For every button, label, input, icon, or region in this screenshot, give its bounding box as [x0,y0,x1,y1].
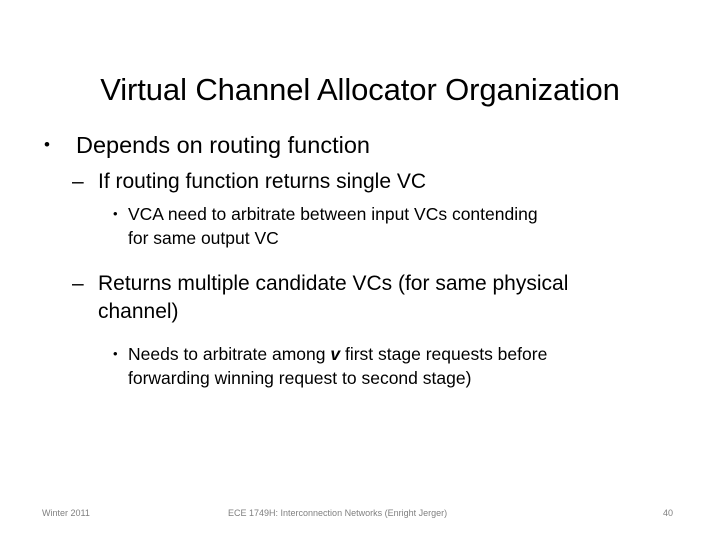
bullet-level2-text: Returns multiple candidate VCs (for same… [98,270,690,326]
spacer [40,256,690,270]
footer-term: Winter 2011 [42,508,90,518]
spacer [40,332,690,342]
bullet-level1-text: Depends on routing function [76,132,370,158]
bullet-level3-line1: VCA need to arbitrate between input VCs … [128,204,538,224]
bullet-level3-vca-arbitrate: • VCA need to arbitrate between input VC… [40,202,690,250]
dash-icon: – [72,170,84,193]
bullet-dot-icon: • [44,135,50,154]
slide-title: Virtual Channel Allocator Organization [100,71,620,107]
dash-icon: – [72,272,84,295]
variable-v: v [330,344,341,364]
footer-page-number: 40 [663,508,674,518]
bullet-level3-line2: for same output VC [128,228,279,248]
bullet-level3-needs-arbitrate: • Needs to arbitrate among v first stage… [40,342,690,390]
slide-footer: Winter 2011 ECE 1749H: Interconnection N… [0,506,720,526]
bullet-level2-multiple-vcs: – Returns multiple candidate VCs (for sa… [40,270,690,326]
bullet-level3-line1-pre: Needs to arbitrate among [128,344,326,364]
bullet-level2-line1: Returns multiple candidate VCs (for same… [98,272,569,295]
bullet-level3-line2: forwarding winning request to second sta… [128,368,472,388]
bullet-level2-line2: channel) [98,300,179,323]
bullet-level2-text: If routing function returns single VC [98,170,427,193]
bullet-dot-icon: • [113,346,118,361]
bullet-level3-text: Needs to arbitrate among v first stage r… [128,342,690,390]
slide-body: • Depends on routing function – If routi… [40,130,690,396]
bullet-level1-depends: • Depends on routing function [40,130,690,160]
footer-course-title: ECE 1749H: Interconnection Networks (Enr… [228,508,448,518]
bullet-level3-text: VCA need to arbitrate between input VCs … [128,202,690,250]
bullet-level2-single-vc: – If routing function returns single VC [40,168,690,196]
bullet-dot-icon: • [113,206,118,221]
bullet-level3-line1-post: first stage requests before [344,344,548,364]
